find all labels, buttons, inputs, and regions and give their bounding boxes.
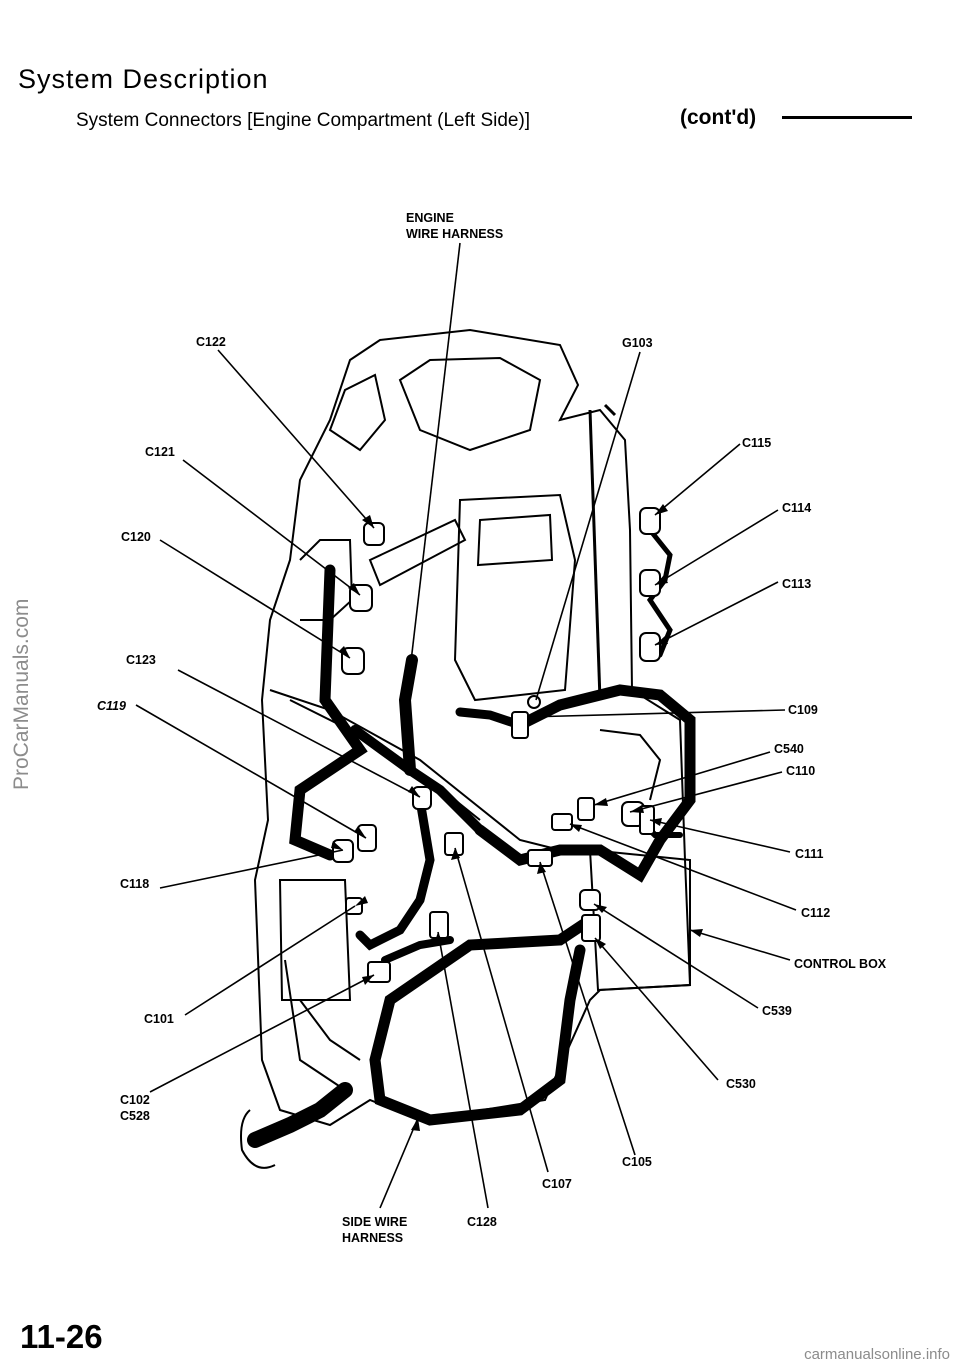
label-control-box: CONTROL BOX (794, 957, 887, 971)
footer-site-watermark: carmanualsonline.info (804, 1346, 950, 1363)
label-c115: C115 (742, 436, 771, 450)
label-c119: C119 (97, 699, 126, 713)
label-side-wire-harness-1: SIDE WIRE (342, 1215, 407, 1229)
label-g103: G103 (622, 336, 653, 350)
connector-c102 (367, 961, 391, 983)
wire-harnesses (247, 527, 696, 1148)
connector-c530 (581, 914, 601, 942)
connector-c112 (551, 813, 573, 831)
header-rule (782, 116, 912, 119)
ground-g103 (527, 695, 541, 709)
watermark-procarmanuals: ProCarManuals.com (10, 598, 33, 790)
label-engine-wire-harness-2: WIRE HARNESS (406, 227, 503, 241)
label-c113: C113 (782, 577, 811, 591)
label-c118: C118 (120, 877, 149, 891)
label-c122: C122 (196, 335, 226, 349)
label-c114: C114 (782, 501, 811, 515)
page-subtitle: System Connectors [Engine Compartment (L… (76, 110, 531, 131)
label-c128: C128 (467, 1215, 497, 1229)
continued-label: (cont'd) (680, 106, 757, 129)
leader-lines (135, 242, 797, 1209)
connector-c119 (357, 824, 377, 852)
label-c539: C539 (762, 1004, 792, 1018)
label-c528: C528 (120, 1109, 150, 1123)
page-title: System Description (18, 64, 269, 94)
connector-c123 (412, 786, 432, 810)
label-c107: C107 (542, 1177, 572, 1191)
label-c101: C101 (144, 1012, 174, 1026)
label-c112: C112 (801, 906, 830, 920)
connector-c115 (639, 507, 661, 535)
label-c102: C102 (120, 1093, 150, 1107)
connector-c540 (577, 797, 595, 821)
arrow-heads (331, 504, 703, 1131)
label-c105: C105 (622, 1155, 652, 1169)
label-c110: C110 (786, 764, 815, 778)
label-c120: C120 (121, 530, 151, 544)
label-c123: C123 (126, 653, 156, 667)
engine-compartment-outline (240, 328, 692, 1169)
label-c121: C121 (145, 445, 175, 459)
label-c109: C109 (788, 703, 818, 717)
connector-c109 (511, 711, 529, 739)
label-side-wire-harness-2: HARNESS (342, 1231, 403, 1245)
connector-c122 (363, 522, 385, 546)
page-number: 11-26 (20, 1318, 103, 1355)
label-c111: C111 (795, 847, 824, 861)
connector-c113 (639, 632, 661, 662)
label-c530: C530 (726, 1077, 756, 1091)
label-c540: C540 (774, 742, 804, 756)
label-engine-wire-harness-1: ENGINE (406, 211, 454, 225)
